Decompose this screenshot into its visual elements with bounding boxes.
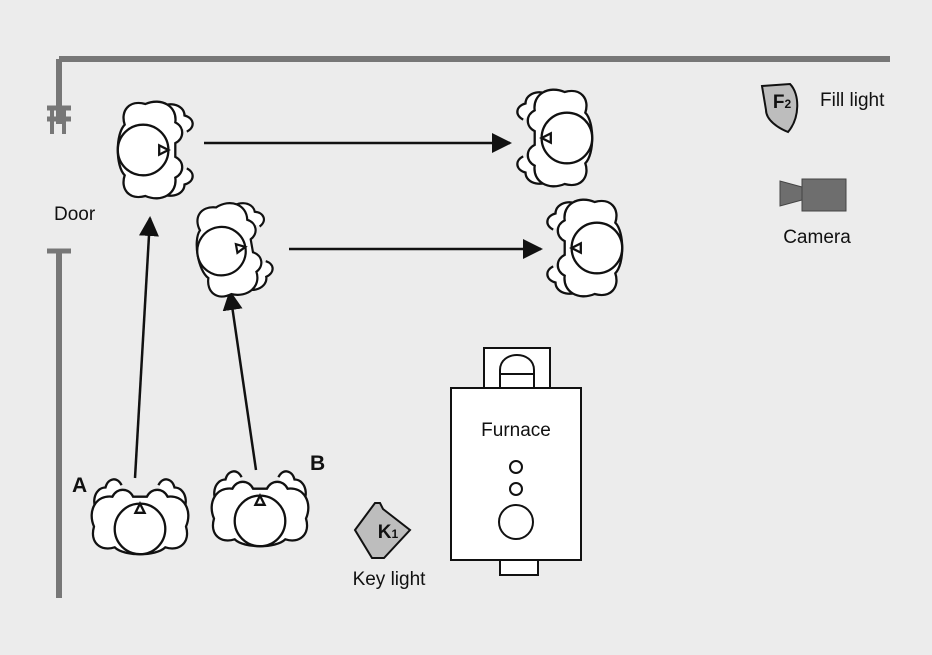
key-light-label: Key light	[353, 569, 427, 590]
person-b-start	[210, 470, 310, 548]
door-label: Door	[54, 204, 96, 225]
arrow-a-up	[133, 216, 159, 479]
room-walls	[56, 56, 890, 598]
furnace-icon	[450, 347, 582, 576]
key-light-badge: K1	[378, 522, 399, 543]
person-a-start	[90, 478, 190, 556]
furnace-label: Furnace	[481, 420, 551, 441]
camera-icon	[779, 178, 847, 212]
key-light-icon: K1	[353, 502, 412, 559]
person-a-door	[116, 100, 194, 200]
fill-light-badge: F2	[773, 92, 792, 113]
fill-light-label: Fill light	[820, 90, 885, 111]
person-b-end	[546, 198, 624, 298]
movement-arrows	[133, 133, 543, 479]
actor-a-label: A	[72, 474, 87, 497]
person-b-door	[188, 196, 278, 302]
camera-label: Camera	[783, 227, 851, 248]
person-a-end	[516, 88, 594, 188]
arrow-b-up	[222, 290, 258, 471]
fill-light-icon: F2	[760, 82, 799, 134]
actor-b-label: B	[310, 452, 325, 475]
door-icon	[47, 105, 71, 254]
